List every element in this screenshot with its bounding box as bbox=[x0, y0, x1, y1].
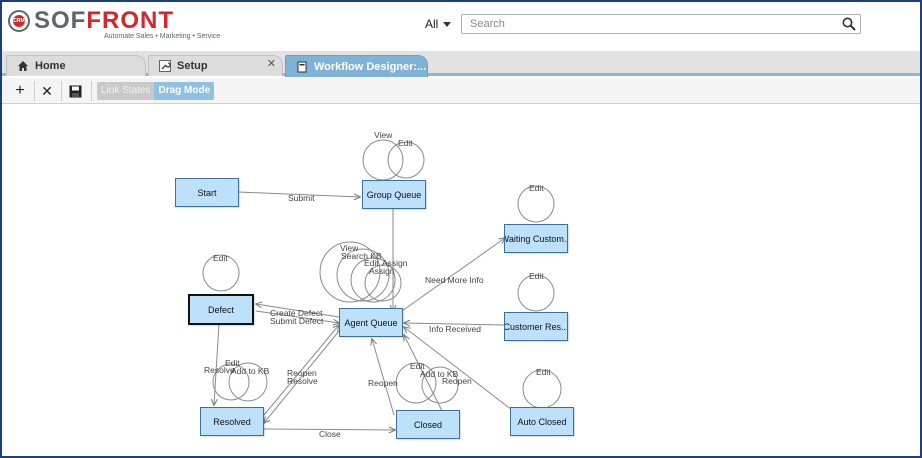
close-icon[interactable]: ✕ bbox=[266, 58, 276, 70]
close-icon: ✕ bbox=[41, 82, 53, 99]
transition-reopen-right bbox=[404, 335, 443, 412]
transition-submit bbox=[237, 191, 360, 197]
transition-reopen-closed bbox=[372, 339, 395, 416]
loop-wc-edit bbox=[517, 185, 555, 223]
loop-gq-view bbox=[362, 139, 404, 181]
plus-icon: + bbox=[15, 82, 25, 99]
state-waiting-customer[interactable]: Waiting Custom... bbox=[504, 224, 568, 253]
app-header: CRM SOFFRONT Automate Sales • Marketing … bbox=[2, 2, 920, 50]
transition-info-received bbox=[404, 323, 505, 325]
transition-close bbox=[263, 429, 395, 430]
transition-reopen-left bbox=[264, 330, 340, 423]
transition-label[interactable]: Search KB bbox=[341, 251, 382, 261]
drag-mode-button[interactable]: Drag Mode bbox=[154, 82, 215, 100]
transition-label[interactable]: Reopen bbox=[442, 376, 472, 386]
transition-label[interactable]: Edit bbox=[529, 183, 544, 193]
transition-label[interactable]: Edit bbox=[225, 358, 240, 368]
logo-wordmark: SOFFRONT bbox=[34, 7, 174, 34]
search-box bbox=[461, 14, 861, 34]
transition-auto-closed bbox=[404, 327, 513, 411]
transition-label[interactable]: Edit bbox=[398, 138, 413, 148]
transition-label[interactable]: Edit bbox=[536, 367, 551, 377]
transition-need-more-info bbox=[401, 238, 505, 312]
toolbar-divider bbox=[34, 81, 35, 101]
state-closed[interactable]: Closed bbox=[396, 410, 460, 439]
chevron-down-icon bbox=[443, 21, 452, 27]
workflow-canvas[interactable]: Start Group Queue Waiting Custom... Defe… bbox=[2, 105, 920, 458]
loop-closed-add-kb bbox=[421, 366, 459, 404]
transition-create-defect bbox=[256, 304, 340, 318]
home-icon bbox=[18, 61, 28, 71]
state-start[interactable]: Start bbox=[175, 178, 239, 207]
toolbar-divider bbox=[91, 81, 92, 101]
transition-label[interactable]: Info Received bbox=[429, 324, 481, 334]
transition-resolve bbox=[214, 323, 220, 405]
tab-home-label: Home bbox=[35, 60, 66, 72]
transition-label[interactable]: Add to KB bbox=[231, 366, 270, 376]
search-scope-dropdown[interactable]: All bbox=[425, 17, 452, 31]
loop-res-add-kb bbox=[228, 362, 268, 402]
floppy-disk-icon bbox=[69, 85, 81, 97]
loop-defect-edit bbox=[202, 254, 240, 292]
state-agent-queue[interactable]: Agent Queue bbox=[339, 308, 403, 337]
loop-gq-edit bbox=[387, 141, 425, 179]
loop-aq-assign bbox=[364, 264, 402, 302]
transition-submit-defect bbox=[255, 310, 339, 323]
loop-aq-search-kb bbox=[336, 248, 390, 302]
wrench-icon bbox=[159, 60, 171, 72]
transition-label[interactable]: Resolve bbox=[204, 365, 235, 375]
tab-workflow-designer-label: Workflow Designer:... bbox=[314, 60, 427, 73]
state-resolved[interactable]: Resolved bbox=[200, 407, 264, 436]
transition-label[interactable]: Assign bbox=[369, 266, 395, 276]
document-icon bbox=[297, 61, 307, 72]
transition-label[interactable]: Create Defect bbox=[270, 308, 323, 318]
transition-label[interactable]: Need More Info bbox=[425, 275, 484, 285]
transition-label[interactable]: Edit bbox=[410, 361, 425, 371]
loop-res-edit bbox=[212, 363, 250, 401]
transition-label[interactable]: Submit bbox=[288, 193, 315, 203]
save-button[interactable] bbox=[65, 81, 85, 101]
logo-tagline: Automate Sales • Marketing • Service bbox=[104, 33, 221, 40]
search-scope-label: All bbox=[425, 17, 439, 31]
transition-lines bbox=[202, 139, 562, 458]
tab-setup-label: Setup bbox=[177, 60, 208, 72]
link-states-mode-button[interactable]: Link States bbox=[97, 82, 155, 100]
transition-label[interactable]: Reopen bbox=[368, 378, 398, 388]
transition-resolve-up bbox=[263, 325, 339, 416]
delete-button[interactable]: ✕ bbox=[37, 81, 57, 101]
transition-label[interactable]: Close bbox=[319, 429, 341, 439]
transition-label[interactable]: Submit Defect bbox=[270, 316, 324, 326]
transition-label[interactable]: Add to KB bbox=[420, 369, 459, 379]
search-input[interactable] bbox=[462, 15, 832, 33]
state-auto-closed[interactable]: Auto Closed bbox=[510, 407, 574, 436]
tab-home[interactable]: Home bbox=[6, 55, 146, 76]
toolbar-divider bbox=[61, 81, 62, 101]
transition-label[interactable]: View bbox=[340, 243, 359, 253]
mode-toggle: Link States Drag Mode bbox=[97, 82, 215, 100]
transition-label[interactable]: Reopen bbox=[287, 368, 317, 378]
transition-label[interactable]: View bbox=[374, 130, 393, 140]
loop-closed-edit bbox=[395, 362, 437, 404]
state-group-queue[interactable]: Group Queue bbox=[362, 180, 426, 209]
loop-aq-view bbox=[319, 241, 381, 303]
logo-badge-icon: CRM bbox=[8, 10, 30, 32]
transition-label[interactable]: Assign bbox=[382, 258, 408, 268]
soffront-logo[interactable]: CRM SOFFRONT Automate Sales • Marketing … bbox=[8, 7, 221, 40]
tab-setup[interactable]: Setup ✕ bbox=[148, 55, 283, 76]
loop-aq-edit bbox=[350, 257, 396, 303]
transition-label[interactable]: Edit bbox=[529, 271, 544, 281]
search-icon[interactable] bbox=[842, 17, 856, 31]
loop-cr-edit bbox=[517, 274, 555, 312]
state-customer-response[interactable]: Customer Res... bbox=[504, 312, 568, 341]
transition-label[interactable]: Resolve bbox=[287, 376, 318, 386]
tab-bar: Home Setup ✕ Workflow Designer:... bbox=[2, 51, 920, 77]
tab-workflow-designer[interactable]: Workflow Designer:... bbox=[285, 55, 428, 77]
designer-toolbar: + ✕ Link States Drag Mode bbox=[2, 78, 920, 104]
transition-label[interactable]: Edit bbox=[213, 253, 228, 263]
state-defect[interactable]: Defect bbox=[188, 294, 254, 325]
transition-label[interactable]: Edit bbox=[364, 258, 379, 268]
add-state-button[interactable]: + bbox=[10, 81, 30, 101]
